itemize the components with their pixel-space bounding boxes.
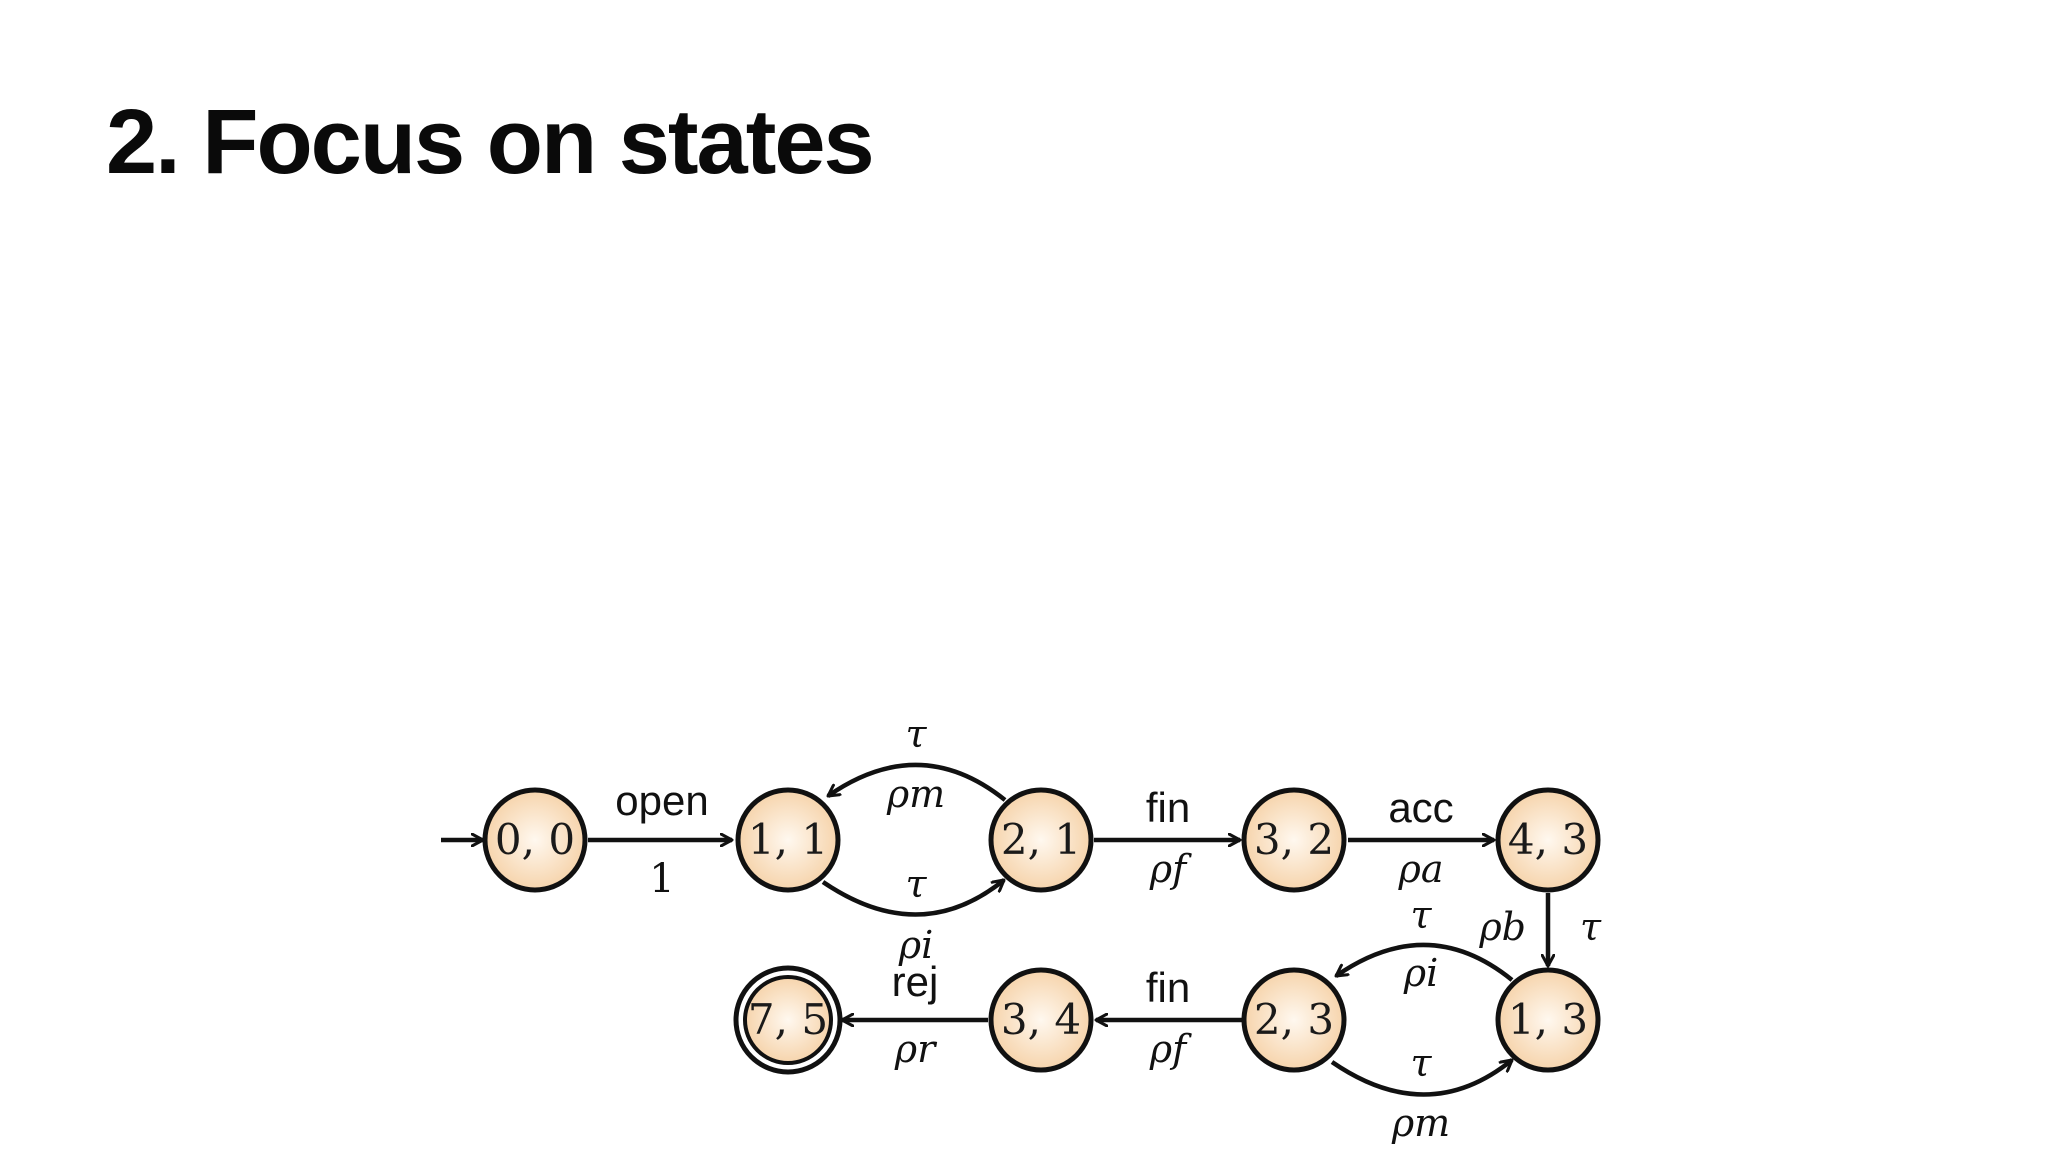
edge-prob-label: ρb bbox=[1478, 905, 1526, 949]
edge-s13-s23 bbox=[1336, 942, 1514, 982]
edge-s21-s11 bbox=[828, 762, 1007, 802]
state-label: 1, 1 bbox=[748, 815, 828, 864]
state-label: 0, 0 bbox=[495, 815, 575, 864]
edge-prob-label: ρm bbox=[886, 772, 945, 816]
accepting-state-node: 7, 5 bbox=[733, 965, 843, 1075]
state-label: 2, 3 bbox=[1254, 995, 1334, 1044]
edge-prob-label: ρa bbox=[1398, 847, 1444, 891]
state-label: 7, 5 bbox=[748, 995, 828, 1044]
edge-prob-label: ρi bbox=[898, 923, 934, 967]
edge-prob-label: ρf bbox=[1149, 1027, 1192, 1071]
edge-s11-s21 bbox=[821, 878, 1004, 917]
edge-action-label: fin bbox=[1146, 964, 1190, 1011]
state-label: 4, 3 bbox=[1508, 815, 1588, 864]
edge-s23-s13 bbox=[1330, 1058, 1512, 1097]
edge-action-label: τ bbox=[1580, 905, 1602, 949]
state-node: 3, 4 bbox=[988, 967, 1094, 1073]
state-node: 2, 1 bbox=[988, 787, 1094, 893]
edge-prob-label: ρi bbox=[1403, 951, 1439, 995]
state-node: 1, 3 bbox=[1495, 967, 1601, 1073]
state-label: 3, 2 bbox=[1254, 815, 1334, 864]
state-label: 1, 3 bbox=[1508, 995, 1588, 1044]
state-node: 4, 3 bbox=[1495, 787, 1601, 893]
state-node: 0, 0 bbox=[482, 787, 588, 893]
state-node: 3, 2 bbox=[1241, 787, 1347, 893]
edge-action-label: τ bbox=[1410, 893, 1432, 937]
edge-prob-label: ρf bbox=[1149, 847, 1192, 891]
edge-action-label: rej bbox=[892, 958, 939, 1005]
slide-title: 2. Focus on states bbox=[106, 91, 875, 193]
edge-action-label: acc bbox=[1388, 784, 1453, 831]
state-node: 1, 1 bbox=[735, 787, 841, 893]
edge-action-label: open bbox=[615, 777, 708, 824]
edge-action-label: τ bbox=[1410, 1041, 1432, 1085]
state-node: 2, 3 bbox=[1241, 967, 1347, 1073]
state-label: 2, 1 bbox=[1001, 815, 1081, 864]
edge-action-label: τ bbox=[905, 712, 927, 756]
edge-action-label: τ bbox=[905, 862, 927, 906]
edge-prob-label: ρr bbox=[894, 1027, 938, 1071]
edge-prob-label: 1 bbox=[649, 856, 674, 902]
edge-prob-label: ρm bbox=[1391, 1101, 1450, 1145]
edge-action-label: fin bbox=[1146, 784, 1190, 831]
state-label: 3, 4 bbox=[1001, 995, 1081, 1044]
